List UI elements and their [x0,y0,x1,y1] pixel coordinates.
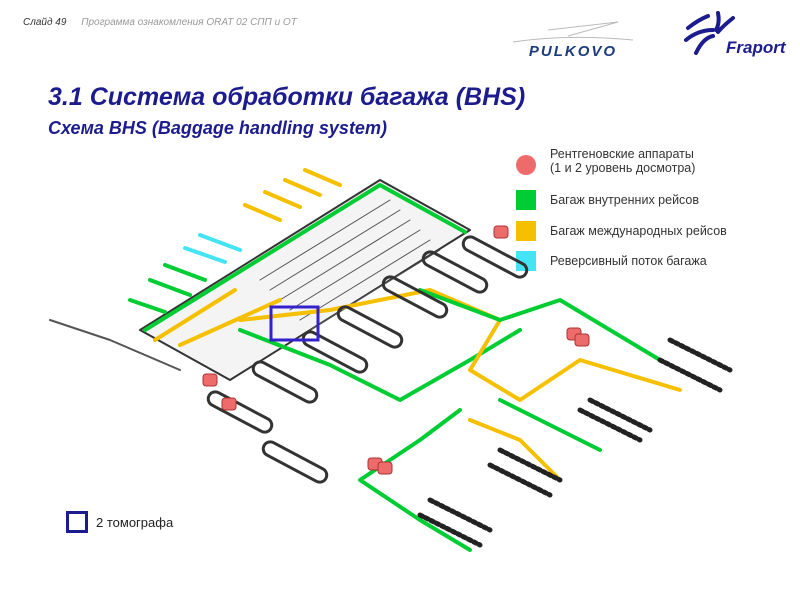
legend-label-2: (1 и 2 уровень досмотра) [550,161,696,175]
cyan-swatch-icon [516,251,536,271]
pulkovo-logo: PULKOVO [512,21,634,60]
legend-label: Багаж внутренних рейсов [550,193,700,207]
page-subtitle: Схема BHS (Baggage handling system) [48,118,387,138]
xray-circle-icon [516,155,536,175]
fraport-logo: Fraport [684,11,787,57]
legend-xray: Рентгеновские аппараты(1 и 2 уровень дос… [516,147,695,175]
tomograph-label: 2 томографа [96,514,174,530]
green-swatch-icon [516,190,536,210]
program-name: Программа ознакомления ORAT 02 СПП и ОТ [81,17,297,28]
yellow-swatch-icon [516,221,536,241]
svg-text:PULKOVO: PULKOVO [529,43,617,60]
slide-header: Слайд 49 Программа ознакомления ORAT 02 … [23,17,297,28]
tomograph-marker [269,305,320,342]
svg-text:Fraport: Fraport [726,38,787,57]
legend-label: Рентгеновские аппараты [550,147,694,161]
tomograph-square-icon [66,511,88,533]
legend-label: Багаж международных рейсов [550,224,727,238]
legend-domestic: Багаж внутренних рейсов [516,190,699,210]
tomograph-legend: 2 томографа [66,511,173,533]
legend-reverse: Реверсивный поток багажа [516,251,707,271]
legend-label: Реверсивный поток багажа [550,254,707,268]
page-title: 3.1 Система обработки багажа (BHS) [48,83,526,111]
bhs-diagram [49,168,733,552]
slide-number: Слайд 49 [23,17,67,28]
legend-international: Багаж международных рейсов [516,221,727,241]
